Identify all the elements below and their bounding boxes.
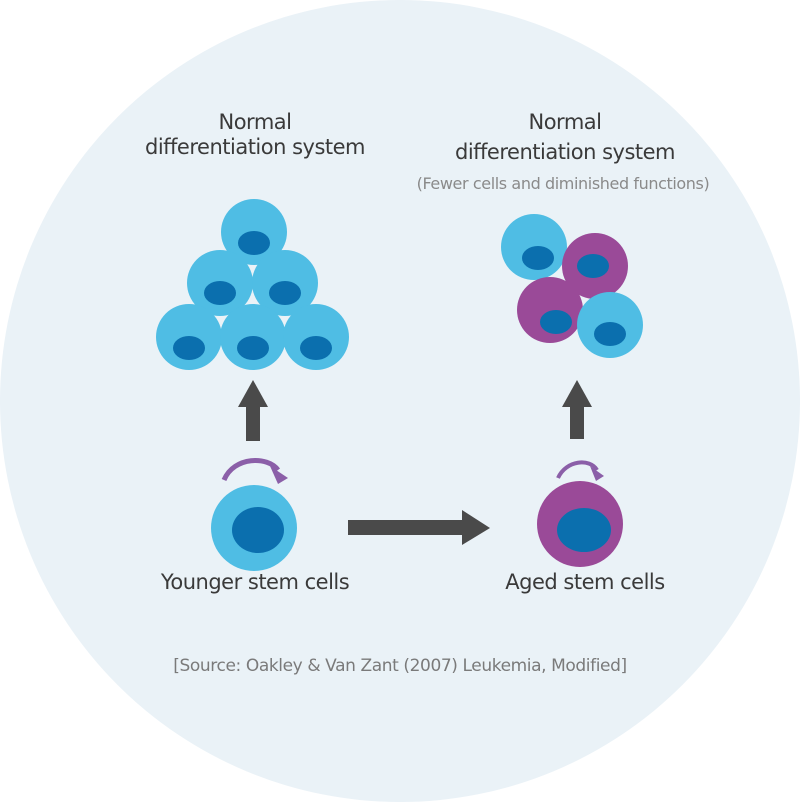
right-title-line2: differentiation system — [454, 140, 676, 164]
young-cell — [156, 304, 222, 370]
young-cell — [221, 199, 287, 265]
left-title-line1: Normal — [218, 110, 292, 134]
young-stem-cells-caption: Younger stem cells — [160, 570, 350, 594]
right-note: (Fewer cells and diminished functions) — [416, 174, 710, 193]
right-up-arrow — [562, 380, 592, 439]
young-cell — [220, 304, 286, 370]
young-cell — [283, 304, 349, 370]
young-self-renewal-arrow — [221, 458, 288, 484]
right-title: Normal differentiation system — [440, 110, 690, 165]
left-title: Normal differentiation system — [130, 110, 380, 160]
source-citation: [Source: Oakley & Van Zant (2007) Leukem… — [173, 656, 627, 676]
left-title-line2: differentiation system — [144, 135, 366, 159]
aged-cell — [562, 233, 628, 299]
aged-differentiated-cells — [501, 214, 643, 358]
aged-self-renewal-arrow — [556, 460, 604, 481]
aging-arrow — [348, 510, 490, 545]
right-title-line1: Normal — [528, 110, 602, 134]
young-cell — [577, 292, 643, 358]
aged-stem-cell — [537, 481, 623, 567]
aged-cell — [517, 277, 583, 343]
young-differentiated-cells — [156, 199, 349, 370]
aged-stem-cells-caption: Aged stem cells — [505, 570, 665, 594]
young-stem-cell — [211, 485, 297, 571]
left-up-arrow — [238, 380, 268, 441]
young-cell — [187, 250, 253, 316]
young-cell — [252, 250, 318, 316]
young-cell — [501, 214, 567, 280]
